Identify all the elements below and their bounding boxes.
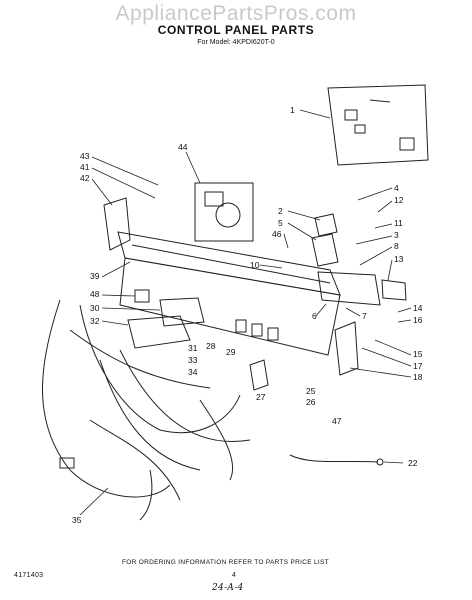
part-transformer <box>194 182 254 242</box>
label-8: 8 <box>394 241 399 251</box>
part-control-panel <box>117 231 341 356</box>
label-6: 6 <box>312 311 317 321</box>
label-27: 27 <box>256 392 266 402</box>
label-28: 28 <box>206 341 216 351</box>
model-number: For Model: 4KPDI620T-0 <box>197 39 275 46</box>
label-33: 33 <box>188 355 198 365</box>
part-wiring-harness <box>42 299 251 521</box>
label-43: 43 <box>80 151 90 161</box>
part-circuit-board <box>327 84 429 166</box>
label-30: 30 <box>90 303 100 313</box>
handwritten-note: 24-A-4 <box>212 583 244 593</box>
label-10: 10 <box>250 260 260 270</box>
label-17: 17 <box>413 361 423 371</box>
label-31: 31 <box>188 343 198 353</box>
label-42: 42 <box>80 173 90 183</box>
label-4: 4 <box>394 183 399 193</box>
label-3: 3 <box>394 230 399 240</box>
part-knob-housing <box>127 315 191 349</box>
label-14: 14 <box>413 303 423 313</box>
label-44: 44 <box>178 142 188 152</box>
label-47: 47 <box>332 416 342 426</box>
label-5: 5 <box>278 218 283 228</box>
label-2: 2 <box>278 206 283 216</box>
part-end-cap-left <box>103 197 131 251</box>
label-22: 22 <box>408 458 418 468</box>
part-switch-bracket <box>311 213 339 267</box>
leader-lines <box>79 109 412 516</box>
part-connector <box>381 279 407 301</box>
document-number: 4171403 <box>14 572 44 579</box>
label-32: 32 <box>90 316 100 326</box>
part-button <box>249 359 269 391</box>
part-48 <box>134 289 150 303</box>
label-16: 16 <box>413 315 423 325</box>
label-11: 11 <box>394 218 403 228</box>
label-35: 35 <box>72 515 82 525</box>
part-switch-bank <box>317 271 381 306</box>
label-29: 29 <box>226 347 236 357</box>
label-18: 18 <box>413 372 423 382</box>
part-wire <box>289 454 379 463</box>
page-number: 4 <box>232 572 237 579</box>
label-26: 26 <box>306 397 316 407</box>
label-25: 25 <box>306 386 316 396</box>
part-end-cap-right <box>334 321 359 376</box>
part-bracket <box>159 297 205 327</box>
label-7: 7 <box>362 311 367 321</box>
label-1: 1 <box>290 105 295 115</box>
label-41: 41 <box>80 162 90 172</box>
diagram-title: CONTROL PANEL PARTS <box>157 23 315 37</box>
watermark: AppliancePartsPros.com <box>115 2 357 25</box>
label-39: 39 <box>90 271 100 281</box>
label-12: 12 <box>394 195 404 205</box>
label-13: 13 <box>394 254 404 264</box>
label-46: 46 <box>272 229 282 239</box>
ordering-note: FOR ORDERING INFORMATION REFER TO PARTS … <box>122 559 329 566</box>
label-34: 34 <box>188 367 198 377</box>
label-15: 15 <box>413 349 423 359</box>
label-48: 48 <box>90 289 100 299</box>
callout-labels: 1 44 43 41 42 2 5 46 4 12 11 3 8 13 10 3… <box>72 105 423 525</box>
